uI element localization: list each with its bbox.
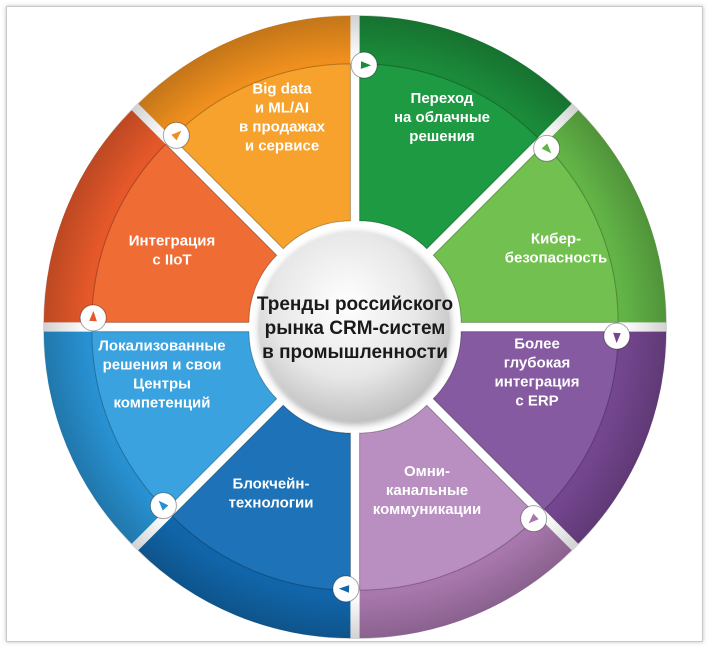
- segment-bigdata-label-line-2: и ML/AI: [255, 100, 309, 117]
- center-title-line-1: Тренды российского: [257, 294, 453, 315]
- segment-iiot-label-line-1: Интеграция: [129, 233, 215, 250]
- segment-omni-label-line-1: Омни-: [404, 463, 450, 480]
- segment-erp-label-line-4: с ERP: [515, 393, 558, 410]
- segment-erp-label-line-1: Более: [514, 336, 560, 353]
- segment-bigdata-label-line-4: и сервисе: [245, 138, 319, 155]
- segment-cyber-label-line-2: безопасность: [505, 250, 608, 267]
- segment-localized-label-line-2: решения и свои: [103, 357, 222, 374]
- triangle-down-icon: [603, 322, 631, 350]
- triangle-right-icon: [520, 505, 548, 533]
- segment-iiot-label-line-2: с IIoT: [152, 252, 191, 269]
- segment-omni-label-line-3: коммуникации: [373, 501, 481, 518]
- triangle-left-icon: [332, 575, 360, 603]
- segment-omni-label-line-2: канальные: [386, 482, 468, 499]
- central-hub: Тренды российского рынка CRM-систем в пр…: [257, 232, 453, 422]
- triangle-right-icon: [350, 51, 378, 79]
- triangle-right-icon: [162, 121, 190, 149]
- segment-bigdata-label-line-3: в продажах: [239, 119, 326, 136]
- segment-localized-label-line-1: Локализованные: [98, 338, 225, 355]
- segment-localized-label-line-3: Центры: [133, 376, 191, 393]
- triangle-right-icon: [149, 492, 177, 520]
- center-title-line-2: рынка CRM-систем: [265, 318, 446, 339]
- segment-localized-label-line-4: компетенций: [114, 395, 211, 412]
- segment-blockchain-label-line-2: технологии: [229, 495, 314, 512]
- segment-blockchain-label-line-1: Блокчейн-: [233, 476, 310, 493]
- segment-bigdata-label-line-1: Big data: [252, 81, 312, 98]
- segment-cyber-label-line-1: Кибер-: [531, 231, 581, 248]
- segment-cloud-label-line-2: на облачные: [394, 109, 490, 126]
- triangle-up-icon: [79, 304, 107, 332]
- central-hub-circle: [260, 232, 450, 422]
- center-title-line-3: в промышленности: [262, 342, 448, 363]
- segment-erp-label-line-3: интеграция: [495, 374, 580, 391]
- segment-cloud-label-line-3: решения: [409, 128, 474, 145]
- segment-erp-label-line-2: глубокая: [504, 355, 571, 372]
- triangle-right-icon: [533, 134, 561, 162]
- segment-cloud-label-line-1: Переход: [411, 90, 474, 107]
